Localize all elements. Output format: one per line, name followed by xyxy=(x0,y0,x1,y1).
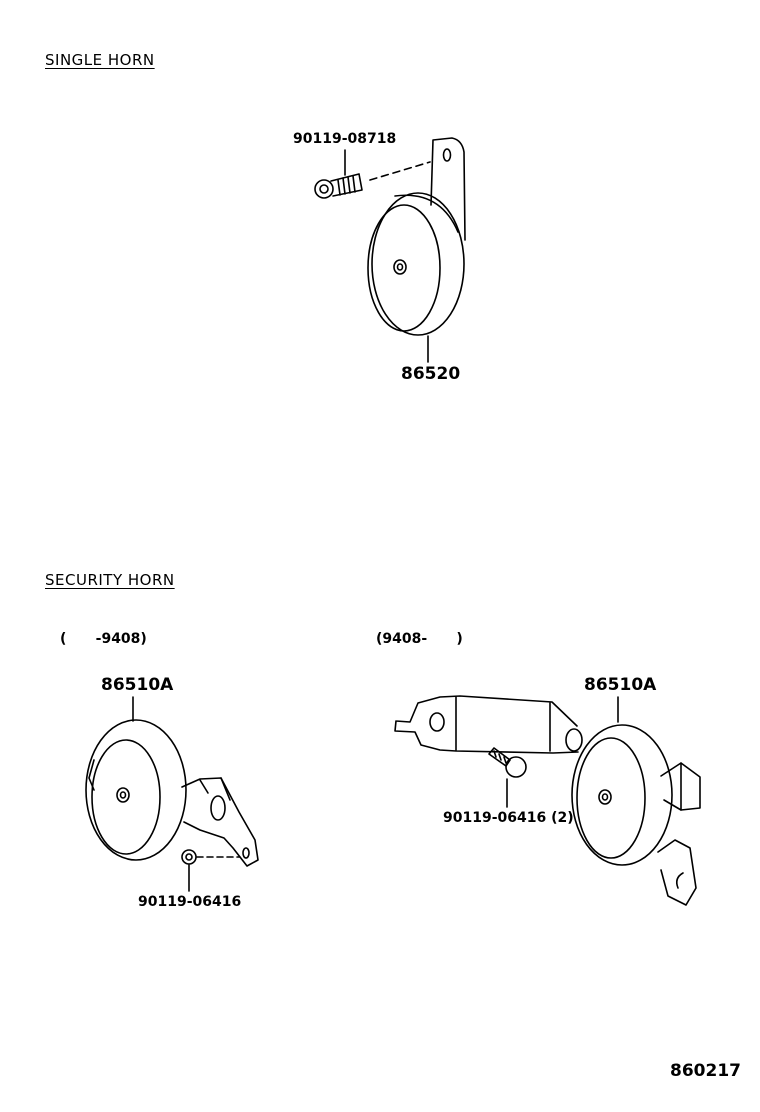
security-horn-left-assembly xyxy=(85,696,259,892)
diagram-id: 860217 xyxy=(670,1061,741,1081)
security-horn-right-tab xyxy=(657,839,697,906)
security-horn-right-face xyxy=(576,737,646,859)
range-label-left: ( -9408) xyxy=(60,631,147,647)
part-number-horn-security-right: 86510A xyxy=(584,675,657,695)
security-horn-left-bracket xyxy=(181,777,259,867)
section-heading-security-horn: SECURITY HORN xyxy=(45,571,175,589)
part-number-bolt-security-right: 90119-06416 (2) xyxy=(443,810,574,826)
alignment-line xyxy=(369,161,431,181)
security-horn-right-assembly xyxy=(394,695,701,906)
security-horn-left-face xyxy=(91,739,161,855)
security-horn-right-bolt xyxy=(488,747,527,778)
bracket-hole xyxy=(442,148,452,162)
security-horn-right-rim xyxy=(571,724,673,866)
part-number-bolt-single: 90119-08718 xyxy=(293,131,397,147)
part-number-horn-single: 86520 xyxy=(401,364,461,384)
range-label-right: (9408- ) xyxy=(376,631,463,647)
single-horn-face xyxy=(367,204,441,332)
security-horn-left-rim xyxy=(85,719,187,861)
security-horn-right-connector xyxy=(660,762,701,811)
security-horn-left-nut xyxy=(181,849,197,865)
single-horn-rim xyxy=(371,192,465,336)
section-heading-single-horn: SINGLE HORN xyxy=(45,51,155,69)
single-horn-bracket xyxy=(430,137,466,241)
single-horn-bolt xyxy=(314,173,363,199)
part-number-horn-security-left: 86510A xyxy=(101,675,174,695)
part-number-nut-security-left: 90119-06416 xyxy=(138,894,242,910)
security-horn-right-bracket xyxy=(394,695,579,754)
single-horn-assembly xyxy=(314,137,466,363)
single-horn-terminal xyxy=(393,259,407,275)
